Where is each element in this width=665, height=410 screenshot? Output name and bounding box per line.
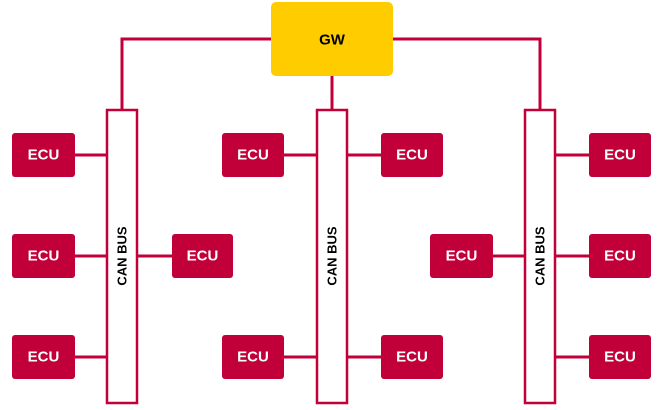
ecu-label: ECU — [396, 349, 428, 366]
gw-link-left — [120, 37, 272, 110]
ecu-label: ECU — [237, 147, 269, 164]
connections — [75, 37, 589, 359]
ecu-node: ECU — [172, 234, 233, 278]
ecu-label: ECU — [396, 147, 428, 164]
ecu-node: ECU — [222, 335, 284, 379]
ecu-node: ECU — [430, 234, 493, 278]
ecu-box — [589, 234, 651, 278]
can-bus-right: CAN BUS — [523, 108, 557, 405]
ecu-node: ECU — [589, 234, 651, 278]
ecu-node: ECU — [12, 335, 75, 379]
ecu-box — [12, 335, 75, 379]
can-bus-bar — [105, 108, 139, 405]
ecu-label: ECU — [604, 248, 636, 265]
ecu-node: ECU — [589, 335, 651, 379]
ecu-label: ECU — [28, 349, 60, 366]
can-bus-bar — [315, 108, 349, 405]
can-bus-label: CAN BUS — [325, 226, 340, 286]
ecu-box — [172, 234, 233, 278]
ecu-node: ECU — [222, 133, 284, 177]
can-bus-bar — [523, 108, 557, 405]
ecu-node: ECU — [381, 335, 443, 379]
ecu-box — [381, 133, 443, 177]
ecu-box — [12, 234, 75, 278]
gateway-box — [271, 2, 393, 76]
ecu-label: ECU — [604, 349, 636, 366]
gateway-label: GW — [319, 32, 346, 49]
ecu-box — [589, 335, 651, 379]
ecu-node: ECU — [12, 234, 75, 278]
ecu-label: ECU — [446, 248, 478, 265]
ecu-label: ECU — [187, 248, 219, 265]
can-bus-left: CAN BUS — [105, 108, 139, 405]
ecu-box — [589, 133, 651, 177]
gw-link-right — [392, 37, 542, 110]
can-bus-center: CAN BUS — [315, 108, 349, 405]
can-bus-label: CAN BUS — [115, 226, 130, 286]
ecu-box — [430, 234, 493, 278]
ecu-label: ECU — [28, 248, 60, 265]
ecu-label: ECU — [237, 349, 269, 366]
ecu-box — [12, 133, 75, 177]
ecu-box — [222, 335, 284, 379]
gateway-node: GW — [271, 2, 393, 76]
ecu-node: ECU — [381, 133, 443, 177]
ecu-node: ECU — [589, 133, 651, 177]
ecu-node: ECU — [12, 133, 75, 177]
ecu-box — [222, 133, 284, 177]
ecu-label: ECU — [604, 147, 636, 164]
ecu-label: ECU — [28, 147, 60, 164]
can-bus-label: CAN BUS — [533, 226, 548, 286]
ecu-box — [381, 335, 443, 379]
